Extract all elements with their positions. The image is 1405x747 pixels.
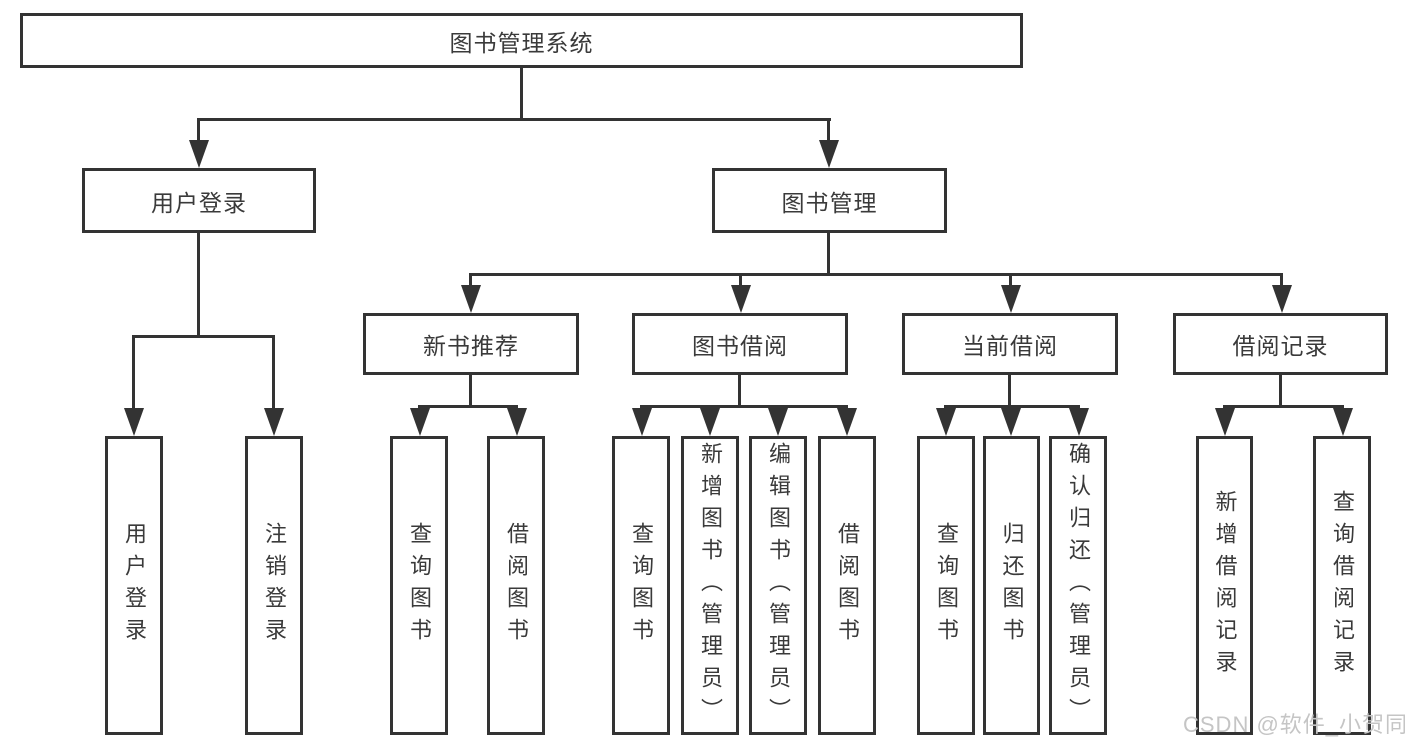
connector-branch-level2	[197, 118, 831, 121]
leaf-rec-borrow-books-label: 借阅图书	[504, 521, 529, 650]
arrow-down-icon	[1001, 408, 1021, 436]
connector-branch-user-login	[132, 335, 275, 338]
leaf-user-login: 用户登录	[105, 436, 163, 735]
arrow-down-icon	[731, 285, 751, 313]
leaf-bb-edit-book-admin-label: 编辑图书（管理员）	[766, 441, 791, 730]
node-borrow-records: 借阅记录	[1173, 313, 1388, 375]
arrow-down-icon	[189, 140, 209, 168]
arrow-down-icon	[410, 408, 430, 436]
node-book-borrow-label: 图书借阅	[692, 333, 788, 359]
node-book-borrow: 图书借阅	[632, 313, 848, 375]
arrow-down-icon	[1001, 285, 1021, 313]
connector-drop-book-management	[827, 120, 830, 142]
arrow-down-icon	[936, 408, 956, 436]
arrow-down-icon	[461, 285, 481, 313]
leaf-user-login-label: 用户登录	[122, 521, 147, 650]
node-new-book-recommend: 新书推荐	[363, 313, 579, 375]
arrow-down-icon	[837, 408, 857, 436]
arrow-down-icon	[819, 140, 839, 168]
node-current-borrow-label: 当前借阅	[962, 333, 1058, 359]
leaf-cb-return-books-label: 归还图书	[999, 521, 1025, 650]
leaf-rec-query-books: 查询图书	[390, 436, 448, 735]
connector-drop-current-borrow	[1009, 275, 1012, 287]
connector-branch-new-book	[418, 405, 518, 408]
leaf-br-add-record-label: 新增借阅记录	[1212, 489, 1238, 682]
connector-drop-leaf-logout	[272, 337, 275, 410]
leaf-br-query-record-label: 查询借阅记录	[1330, 489, 1355, 682]
connector-new-book-stem	[469, 373, 472, 407]
connector-book-borrow-stem	[738, 373, 741, 407]
connector-root-stem	[520, 66, 523, 120]
connector-drop-book-borrow	[739, 275, 742, 287]
leaf-bb-query-books-label: 查询图书	[629, 521, 654, 650]
connector-branch-level3	[469, 273, 1283, 276]
leaf-cb-query-books-label: 查询图书	[934, 521, 959, 650]
watermark: CSDN @软件_小贺同学	[1183, 712, 1405, 737]
arrow-down-icon	[124, 408, 144, 436]
connector-drop-user-login	[197, 120, 200, 142]
leaf-logout-login: 注销登录	[245, 436, 303, 735]
leaf-rec-borrow-books: 借阅图书	[487, 436, 545, 735]
connector-drop-leaf-user-login	[132, 337, 135, 410]
leaf-logout-login-label: 注销登录	[262, 521, 287, 650]
connector-branch-borrow-records	[1223, 405, 1344, 408]
arrow-down-icon	[632, 408, 652, 436]
connector-branch-book-borrow	[640, 405, 848, 408]
leaf-bb-borrow-books-label: 借阅图书	[835, 521, 860, 650]
connector-book-management-stem	[827, 231, 830, 275]
connector-borrow-records-stem	[1279, 373, 1282, 407]
leaf-cb-return-books: 归还图书	[983, 436, 1040, 735]
node-user-login-label: 用户登录	[151, 189, 247, 216]
arrow-down-icon	[507, 408, 527, 436]
leaf-br-add-record: 新增借阅记录	[1196, 436, 1253, 735]
leaf-bb-query-books: 查询图书	[612, 436, 670, 735]
leaf-rec-query-books-label: 查询图书	[407, 521, 432, 650]
node-book-management-label: 图书管理	[781, 189, 878, 216]
arrow-down-icon	[700, 408, 720, 436]
connector-drop-new-book	[469, 275, 472, 287]
node-borrow-records-label: 借阅记录	[1232, 333, 1329, 359]
arrow-down-icon	[264, 408, 284, 436]
leaf-bb-add-book-admin-label: 新增图书（管理员）	[698, 441, 723, 730]
arrow-down-icon	[1333, 408, 1353, 436]
leaf-bb-add-book-admin: 新增图书（管理员）	[681, 436, 739, 735]
leaf-br-query-record: 查询借阅记录	[1313, 436, 1371, 735]
connector-branch-current-borrow	[944, 405, 1080, 408]
node-root-label: 图书管理系统	[449, 29, 594, 56]
connector-user-login-stem	[197, 231, 200, 338]
arrow-down-icon	[1069, 408, 1089, 436]
leaf-cb-query-books: 查询图书	[917, 436, 975, 735]
connector-drop-borrow-records	[1280, 275, 1283, 287]
arrow-down-icon	[1272, 285, 1292, 313]
leaf-bb-edit-book-admin: 编辑图书（管理员）	[749, 436, 807, 735]
node-user-login: 用户登录	[82, 168, 316, 233]
leaf-bb-borrow-books: 借阅图书	[818, 436, 876, 735]
arrow-down-icon	[1215, 408, 1235, 436]
node-new-book-recommend-label: 新书推荐	[423, 333, 519, 359]
leaf-cb-confirm-return-admin: 确认归还（管理员）	[1049, 436, 1107, 735]
node-book-management: 图书管理	[712, 168, 947, 233]
node-root: 图书管理系统	[20, 13, 1023, 68]
leaf-cb-confirm-return-admin-label: 确认归还（管理员）	[1066, 441, 1091, 730]
node-current-borrow: 当前借阅	[902, 313, 1118, 375]
arrow-down-icon	[768, 408, 788, 436]
connector-current-borrow-stem	[1008, 373, 1011, 407]
